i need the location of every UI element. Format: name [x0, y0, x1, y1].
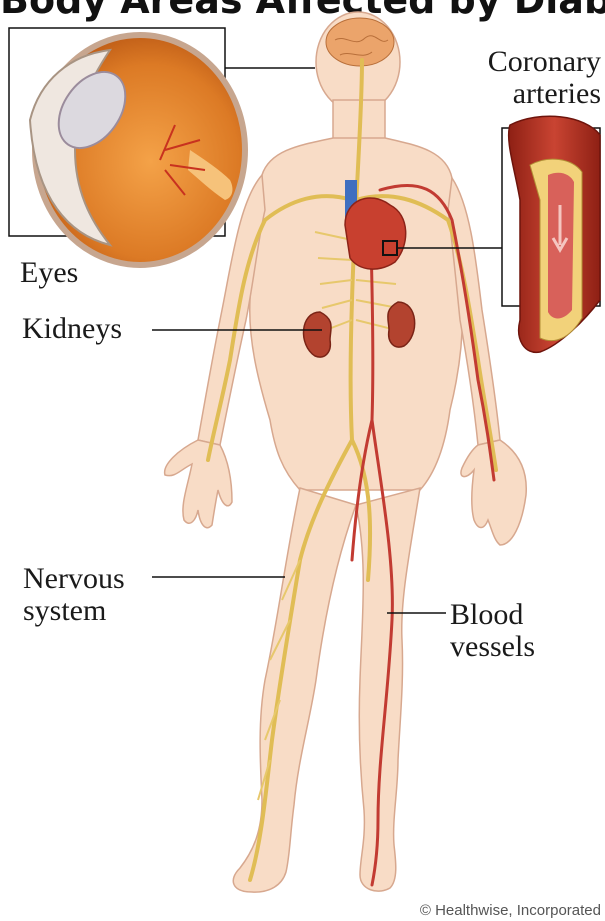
brain	[326, 18, 394, 66]
eye-inset	[9, 28, 245, 265]
label-blood-vessels: Blood vessels	[450, 599, 535, 663]
label-nervous-system: Nervous system	[23, 563, 125, 627]
copyright-credit: © Healthwise, Incorporated	[420, 902, 601, 919]
label-coronary-arteries: Coronary arteries	[466, 46, 601, 110]
label-eyes: Eyes	[20, 257, 78, 289]
artery-inset	[502, 116, 600, 352]
label-kidneys: Kidneys	[22, 313, 122, 345]
